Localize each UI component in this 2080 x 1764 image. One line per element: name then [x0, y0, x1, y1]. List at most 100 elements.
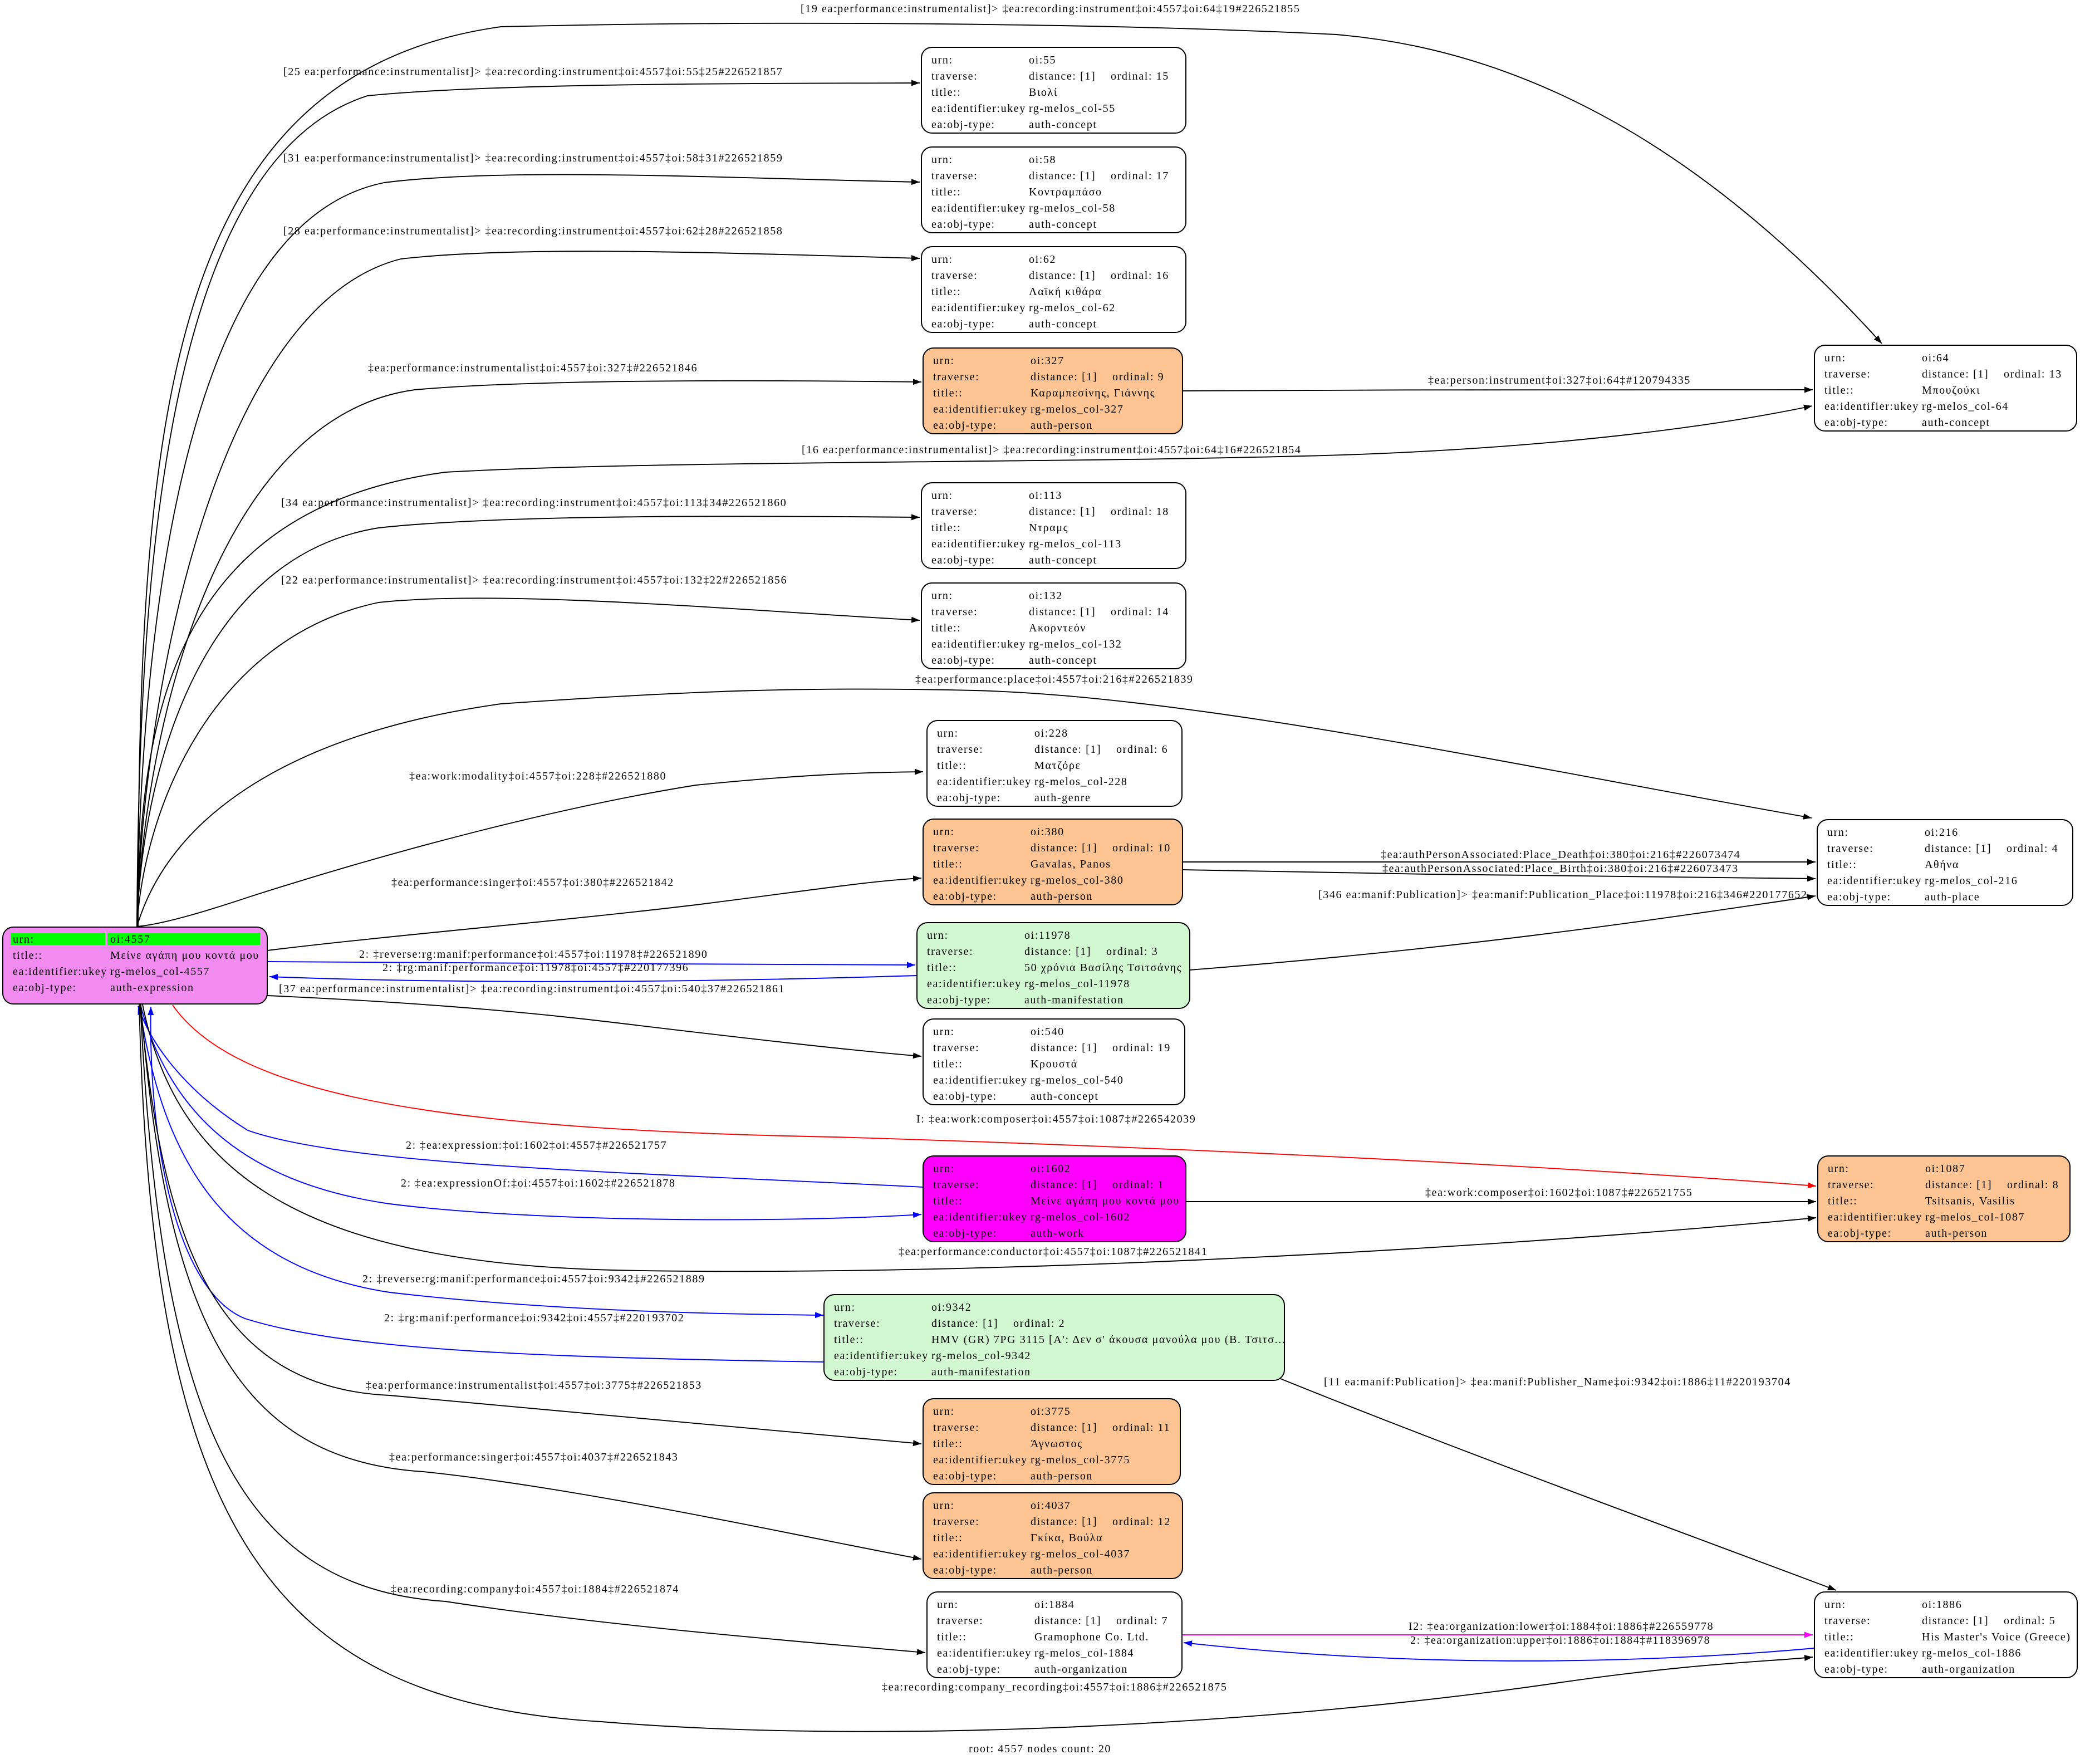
- svg-text:auth-person: auth-person: [1031, 890, 1093, 903]
- svg-text:traverse:: traverse:: [933, 842, 979, 854]
- svg-text:urn:: urn:: [1824, 352, 1846, 364]
- svg-text:Γκίκα, Βούλα: Γκίκα, Βούλα: [1031, 1532, 1103, 1544]
- svg-text:traverse:: traverse:: [931, 270, 978, 282]
- svg-text:urn:: urn:: [931, 590, 953, 602]
- svg-text:2: ‡ea:organization:upper‡oi:1: 2: ‡ea:organization:upper‡oi:1886‡oi:188…: [1410, 1634, 1710, 1647]
- svg-text:distance: [1]: distance: [1]: [1922, 368, 1989, 380]
- svg-text:[37 ea:performance:instrumenta: [37 ea:performance:instrumentalist]> ‡ea…: [279, 983, 785, 995]
- svg-text:I: ‡ea:work:composer‡oi:4557‡o: I: ‡ea:work:composer‡oi:4557‡oi:1087‡#22…: [916, 1113, 1196, 1125]
- svg-text:Άγνωστος: Άγνωστος: [1031, 1438, 1083, 1450]
- svg-text:ea:identifier:ukey: ea:identifier:ukey: [1824, 1647, 1919, 1659]
- svg-text:distance: [1]: distance: [1]: [1034, 1615, 1101, 1627]
- svg-text:‡ea:performance:instrumentalis: ‡ea:performance:instrumentalist‡oi:4557‡…: [366, 1379, 702, 1391]
- svg-text:traverse:: traverse:: [1827, 842, 1873, 855]
- svg-text:oi:55: oi:55: [1029, 54, 1056, 66]
- svg-text:distance: [1]: distance: [1]: [1029, 506, 1096, 518]
- svg-text:auth-place: auth-place: [1925, 891, 1980, 903]
- svg-text:‡ea:recording:company‡oi:4557‡: ‡ea:recording:company‡oi:4557‡oi:1884‡#2…: [391, 1583, 679, 1595]
- svg-text:2: ‡rg:manif:performance‡oi:93: 2: ‡rg:manif:performance‡oi:9342‡oi:4557…: [384, 1312, 685, 1324]
- svg-text:traverse:: traverse:: [933, 371, 979, 383]
- svg-text:urn:: urn:: [933, 1405, 955, 1418]
- svg-text:ea:obj-type:: ea:obj-type:: [933, 1090, 997, 1102]
- svg-text:Μείνε αγάπη μου κοντά μου: Μείνε αγάπη μου κοντά μου: [110, 949, 259, 962]
- svg-text:‡ea:recording:company_recordin: ‡ea:recording:company_recording‡oi:4557‡…: [882, 1681, 1227, 1693]
- svg-text:oi:1602: oi:1602: [1031, 1163, 1071, 1175]
- svg-text:title::: title::: [834, 1334, 864, 1346]
- svg-text:oi:327: oi:327: [1031, 355, 1064, 367]
- svg-text:rg-melos_col-380: rg-melos_col-380: [1031, 874, 1124, 886]
- svg-text:title::: title::: [933, 858, 963, 870]
- svg-text:distance: [1]: distance: [1]: [1922, 1615, 1989, 1627]
- svg-text:ea:obj-type:: ea:obj-type:: [1824, 1663, 1888, 1675]
- svg-text:rg-melos_col-228: rg-melos_col-228: [1034, 776, 1127, 788]
- svg-text:auth-work: auth-work: [1031, 1227, 1085, 1239]
- svg-text:‡ea:performance:instrumentalis: ‡ea:performance:instrumentalist‡oi:4557‡…: [368, 362, 698, 374]
- svg-text:‡ea:performance:singer‡oi:4557: ‡ea:performance:singer‡oi:4557‡oi:4037‡#…: [389, 1451, 678, 1463]
- svg-text:ordinal: 16: ordinal: 16: [1111, 270, 1169, 282]
- svg-text:rg-melos_col-4037: rg-melos_col-4037: [1031, 1548, 1130, 1560]
- svg-text:2: ‡reverse:rg:manif:performan: 2: ‡reverse:rg:manif:performance‡oi:4557…: [362, 1273, 705, 1285]
- svg-text:ea:identifier:ukey: ea:identifier:ukey: [937, 1647, 1032, 1659]
- svg-text:ordinal: 2: ordinal: 2: [1013, 1317, 1065, 1330]
- svg-text:urn:: urn:: [13, 933, 35, 945]
- svg-text:title::: title::: [1828, 1195, 1857, 1207]
- svg-text:Κοντραμπάσο: Κοντραμπάσο: [1029, 186, 1102, 198]
- svg-text:[28 ea:performance:instrumenta: [28 ea:performance:instrumentalist]> ‡ea…: [283, 225, 783, 237]
- svg-text:distance: [1]: distance: [1]: [1031, 371, 1097, 383]
- svg-text:distance: [1]: distance: [1]: [1029, 606, 1096, 618]
- svg-text:HMV (GR) 7PG 3115 [Α': Δεν σ': HMV (GR) 7PG 3115 [Α': Δεν σ' άκουσα μαν…: [931, 1334, 1286, 1346]
- svg-text:ordinal: 6: ordinal: 6: [1116, 743, 1168, 756]
- svg-text:rg-melos_col-9342: rg-melos_col-9342: [931, 1350, 1031, 1362]
- svg-text:title::: title::: [933, 1438, 963, 1450]
- svg-text:ordinal: 9: ordinal: 9: [1112, 371, 1164, 383]
- svg-text:‡ea:authPersonAssociated:Place: ‡ea:authPersonAssociated:Place_Death‡oi:…: [1381, 849, 1740, 861]
- svg-text:Καραμπεσίνης, Γιάννης: Καραμπεσίνης, Γιάννης: [1031, 387, 1155, 399]
- svg-text:oi:64: oi:64: [1922, 352, 1949, 364]
- svg-text:title::: title::: [1824, 1631, 1854, 1643]
- svg-text:distance: [1]: distance: [1]: [1029, 70, 1096, 82]
- svg-text:distance: [1]: distance: [1]: [1925, 1179, 1992, 1191]
- svg-text:auth-person: auth-person: [1925, 1227, 1988, 1239]
- svg-text:auth-person: auth-person: [1031, 1470, 1093, 1482]
- svg-text:rg-melos_col-4557: rg-melos_col-4557: [110, 966, 210, 978]
- svg-text:ea:obj-type:: ea:obj-type:: [937, 1663, 1001, 1675]
- svg-text:oi:216: oi:216: [1925, 826, 1959, 839]
- svg-text:2: ‡rg:manif:performance‡oi:11: 2: ‡rg:manif:performance‡oi:11978‡oi:455…: [382, 962, 689, 974]
- svg-text:ea:identifier:ukey: ea:identifier:ukey: [1827, 875, 1922, 887]
- svg-text:‡ea:performance:conductor‡oi:4: ‡ea:performance:conductor‡oi:4557‡oi:108…: [899, 1246, 1208, 1258]
- svg-text:[25 ea:performance:instrumenta: [25 ea:performance:instrumentalist]> ‡ea…: [283, 66, 783, 78]
- svg-text:rg-melos_col-540: rg-melos_col-540: [1031, 1074, 1124, 1086]
- svg-text:ea:identifier:ukey: ea:identifier:ukey: [931, 102, 1026, 115]
- svg-text:Μείνε αγάπη μου κοντά μου: Μείνε αγάπη μου κοντά μου: [1031, 1195, 1180, 1207]
- svg-text:distance: [1]: distance: [1]: [1925, 842, 1991, 855]
- svg-text:oi:228: oi:228: [1034, 727, 1068, 739]
- svg-text:Κρουστά: Κρουστά: [1031, 1058, 1078, 1070]
- svg-text:ea:obj-type:: ea:obj-type:: [931, 119, 995, 131]
- svg-text:Βιολί: Βιολί: [1029, 86, 1058, 99]
- svg-text:[34 ea:performance:instrumenta: [34 ea:performance:instrumentalist]> ‡ea…: [281, 497, 787, 509]
- svg-text:rg-melos_col-113: rg-melos_col-113: [1029, 538, 1122, 550]
- svg-text:auth-concept: auth-concept: [1029, 554, 1097, 566]
- svg-text:traverse:: traverse:: [1824, 1615, 1871, 1627]
- svg-text:title::: title::: [937, 1631, 967, 1643]
- svg-text:ea:obj-type:: ea:obj-type:: [933, 1564, 997, 1576]
- svg-text:ordinal: 13: ordinal: 13: [2004, 368, 2062, 380]
- svg-text:auth-expression: auth-expression: [110, 982, 194, 994]
- svg-text:ordinal: 17: ordinal: 17: [1111, 170, 1169, 182]
- svg-text:distance: [1]: distance: [1]: [1031, 842, 1097, 854]
- svg-text:Ακορντεόν: Ακορντεόν: [1029, 622, 1086, 634]
- svg-text:rg-melos_col-1602: rg-melos_col-1602: [1031, 1211, 1130, 1223]
- svg-text:auth-organization: auth-organization: [1034, 1663, 1128, 1675]
- svg-text:ea:obj-type:: ea:obj-type:: [933, 1470, 997, 1482]
- svg-text:distance: [1]: distance: [1]: [1034, 743, 1101, 756]
- svg-text:auth-concept: auth-concept: [1029, 318, 1097, 330]
- svg-text:Λαϊκή κιθάρα: Λαϊκή κιθάρα: [1029, 286, 1102, 298]
- svg-text:ea:identifier:ukey: ea:identifier:ukey: [927, 978, 1022, 990]
- svg-text:traverse:: traverse:: [1824, 368, 1871, 380]
- svg-text:ordinal: 10: ordinal: 10: [1112, 842, 1171, 854]
- svg-text:distance: [1]: distance: [1]: [1024, 945, 1091, 958]
- svg-text:traverse:: traverse:: [937, 1615, 983, 1627]
- svg-text:traverse:: traverse:: [933, 1516, 979, 1528]
- svg-text:ea:obj-type:: ea:obj-type:: [1827, 891, 1891, 903]
- svg-text:ea:identifier:ukey: ea:identifier:ukey: [1828, 1211, 1922, 1223]
